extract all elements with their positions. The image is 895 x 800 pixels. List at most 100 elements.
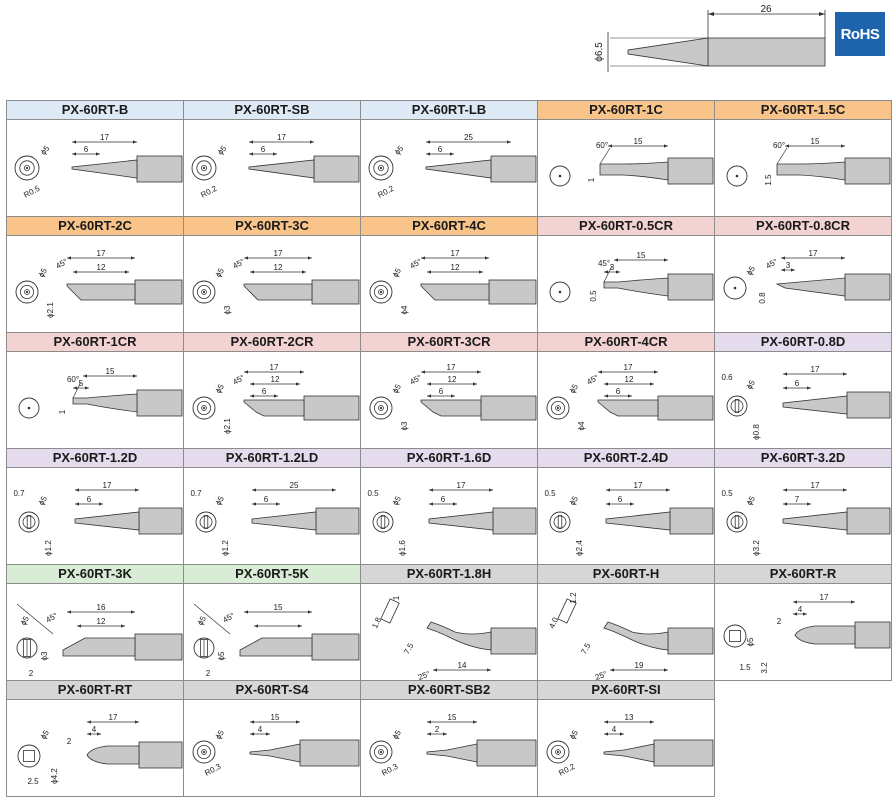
tip-sleeve bbox=[667, 627, 714, 655]
diameter-label: ϕ5 bbox=[196, 614, 209, 627]
thickness-label: 0.7 bbox=[190, 489, 202, 498]
diameter-label: ϕ5 bbox=[39, 728, 52, 741]
tip-end-view bbox=[17, 744, 41, 768]
tip-model-name: PX-60RT-0.8D bbox=[715, 333, 891, 352]
offset-label: 5 bbox=[79, 379, 84, 388]
tip-end-view bbox=[723, 624, 747, 648]
tip-model-name: PX-60RT-SI bbox=[538, 681, 714, 700]
offset-label: 4 bbox=[258, 725, 263, 734]
offset-label: 12 bbox=[448, 375, 457, 384]
tip-model-name: PX-60RT-0.5CR bbox=[538, 217, 714, 236]
diameter-label: ϕ5 bbox=[214, 382, 227, 395]
offset-label: 12 bbox=[97, 263, 106, 272]
angle-label: 45° bbox=[54, 257, 69, 271]
diameter-label: ϕ5 bbox=[568, 494, 581, 507]
tip-sleeve bbox=[846, 391, 891, 419]
length-label: 17 bbox=[457, 481, 466, 490]
tip-taper bbox=[248, 159, 315, 179]
tip-model-name: PX-60RT-1CR bbox=[7, 333, 183, 352]
bend-length-label: 7.5 bbox=[579, 641, 593, 656]
diameter-label: ϕ5 bbox=[745, 378, 758, 391]
tip-sleeve bbox=[136, 389, 183, 417]
inner-offset-label: 2 bbox=[777, 617, 782, 626]
width-label: ϕ3.2 bbox=[752, 540, 761, 556]
offset-label: 12 bbox=[97, 617, 106, 626]
tip-bevel bbox=[599, 161, 669, 181]
offset-label: 4 bbox=[798, 605, 803, 614]
tip-taper bbox=[782, 511, 848, 531]
tip-model-name: PX-60RT-SB bbox=[184, 101, 360, 120]
diameter-label: ϕ5 bbox=[391, 494, 404, 507]
radius-label: R0.2 bbox=[199, 184, 219, 200]
offset-label: 6 bbox=[441, 495, 446, 504]
tip-bevel bbox=[72, 393, 138, 413]
tip-bevel bbox=[243, 399, 305, 417]
tip-taper bbox=[603, 743, 655, 763]
angle-label: 25° bbox=[594, 669, 608, 681]
thickness-label: 1.5 bbox=[739, 663, 751, 672]
length-label: 15 bbox=[271, 713, 280, 722]
tip-sleeve bbox=[480, 395, 537, 421]
width-label: 0.8 bbox=[758, 292, 767, 304]
tip-bevel bbox=[603, 277, 669, 297]
length-label: 16 bbox=[97, 603, 106, 612]
diameter-label: ϕ5 bbox=[214, 494, 227, 507]
angle-label: 45° bbox=[585, 373, 600, 387]
tip-model-name: PX-60RT-2C bbox=[7, 217, 183, 236]
tip-overview-drawing: 26 ϕ6.5 bbox=[594, 4, 826, 72]
offset-label: 7 bbox=[795, 495, 800, 504]
overview-taper bbox=[627, 37, 709, 67]
tip-model-name: PX-60RT-LB bbox=[361, 101, 537, 120]
width-label: 1 bbox=[587, 177, 596, 182]
tip-taper bbox=[71, 159, 138, 179]
tip-sleeve bbox=[667, 157, 714, 185]
tip-sleeve bbox=[136, 155, 183, 183]
length-label: 15 bbox=[634, 137, 643, 146]
radius-label: R0.2 bbox=[557, 762, 577, 778]
diameter-label: ϕ5 bbox=[214, 728, 227, 741]
tip-sleeve bbox=[138, 741, 183, 769]
angle-label: 45° bbox=[408, 257, 423, 271]
width-label: ϕ2.1 bbox=[223, 418, 232, 434]
diameter-label: ϕ5 bbox=[745, 494, 758, 507]
tip-sleeve bbox=[488, 279, 537, 305]
tip-sleeve bbox=[854, 621, 891, 649]
tip-model-name: PX-60RT-1.2LD bbox=[184, 449, 360, 468]
length-label: 17 bbox=[270, 363, 279, 372]
length-label: 17 bbox=[634, 481, 643, 490]
offset-label: 3 bbox=[786, 261, 791, 270]
tip-model-name: PX-60RT-B bbox=[7, 101, 183, 120]
tip-sleeve bbox=[490, 627, 537, 655]
offset-label: 4 bbox=[612, 725, 617, 734]
tip-model-name: PX-60RT-2CR bbox=[184, 333, 360, 352]
tip-sleeve bbox=[490, 155, 537, 183]
angle-label: 45° bbox=[598, 259, 610, 268]
offset-label: 6 bbox=[264, 495, 269, 504]
tip-model-name: PX-60RT-0.8CR bbox=[715, 217, 891, 236]
tip-sleeve bbox=[299, 739, 360, 767]
